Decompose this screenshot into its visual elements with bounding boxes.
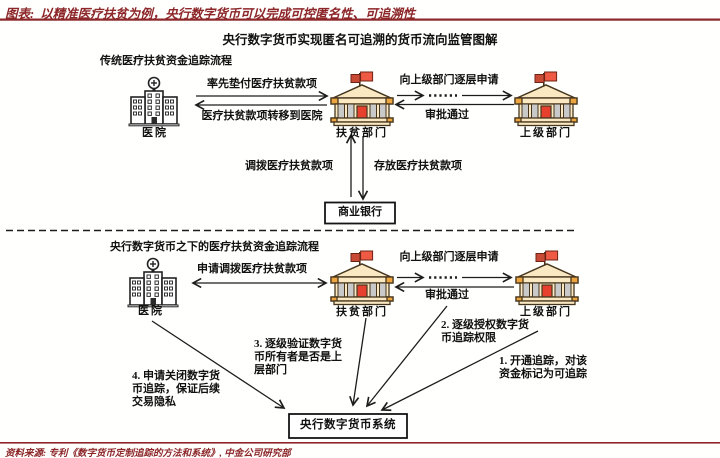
- note-1-enable-tracking: 1. 开通追踪，对该资金标记为可追踪: [499, 355, 587, 380]
- superior-dept-label-b: 上级部门: [520, 306, 572, 318]
- footer-rule: [0, 442, 720, 444]
- superior-dept-label: 上级部门: [520, 127, 572, 139]
- arrow-superior-to-cbdc: [380, 330, 539, 412]
- commercial-bank-box: [324, 201, 396, 225]
- cbdc-system-label: 央行数字货币系统: [300, 419, 396, 431]
- bank-building-icon: [514, 71, 578, 127]
- label-deposit: 存放医疗扶贫款项: [374, 160, 462, 172]
- bank-building-icon: [330, 250, 394, 306]
- source-note: 资料来源: 专利《数字货币定制追踪的方法和系统》, 中金公司研究部: [5, 449, 291, 458]
- note-4-close-tracking: 4. 申请关闭数字货币追踪，保证后续交易隐私: [132, 370, 220, 408]
- poverty-dept-label: 扶贫部门: [336, 127, 388, 139]
- label-transfer: 医疗扶贫款项转移到医院: [201, 110, 323, 122]
- hospital-label-b: 医院: [138, 305, 164, 317]
- hospital-icon: [128, 76, 180, 127]
- note-2-authorize-tracking: 2. 逐级授权数字货币追踪权限: [441, 319, 529, 344]
- label-allocate: 调拨医疗扶贫款项: [245, 160, 333, 172]
- commercial-bank-label: 商业银行: [338, 206, 382, 218]
- figure-title: 以精准医疗扶贫为例，央行数字货币可以完成可控匿名性、可追溯性: [40, 7, 416, 21]
- arrow-hospital-to-cbdc: [151, 320, 286, 409]
- cbdc-system-box: [288, 413, 408, 439]
- label-approved: 审批通过: [425, 109, 469, 121]
- figure-label: 图表:: [5, 7, 35, 21]
- arrow-authorize-to-cbdc: [365, 305, 448, 408]
- figure-header: 图表: 以精准医疗扶贫为例，央行数字货币可以完成可控匿名性、可追溯性: [5, 3, 415, 22]
- diagram-title: 央行数字货币实现匿名可追溯的货币流向监管图解: [222, 33, 498, 47]
- poverty-dept-label-b: 扶贫部门: [336, 306, 388, 318]
- label-apply-up: 向上级部门逐层申请: [399, 74, 499, 86]
- label-approved-b: 审批通过: [425, 289, 469, 301]
- section-title-traditional: 传统医疗扶贫资金追踪流程: [100, 55, 232, 67]
- section-title-cbdc: 央行数字货币之下的医疗扶贫资金追踪流程: [110, 241, 319, 253]
- bank-building-icon: [515, 250, 579, 306]
- arrow-poverty-to-cbdc: [349, 317, 367, 407]
- label-advance-payment: 率先垫付医疗扶贫款项: [207, 78, 317, 90]
- hospital-icon: [127, 257, 179, 308]
- header-rule: [0, 18, 720, 21]
- note-3-verify-owner: 3. 逐级验证数字货币所有者是否是上层部门: [254, 338, 342, 376]
- label-apply-up-b: 向上级部门逐层申请: [399, 251, 499, 263]
- label-request-allocation: 申请调拨医疗扶贫款项: [197, 263, 307, 275]
- hospital-label: 医院: [142, 127, 168, 139]
- bank-building-icon: [330, 71, 394, 127]
